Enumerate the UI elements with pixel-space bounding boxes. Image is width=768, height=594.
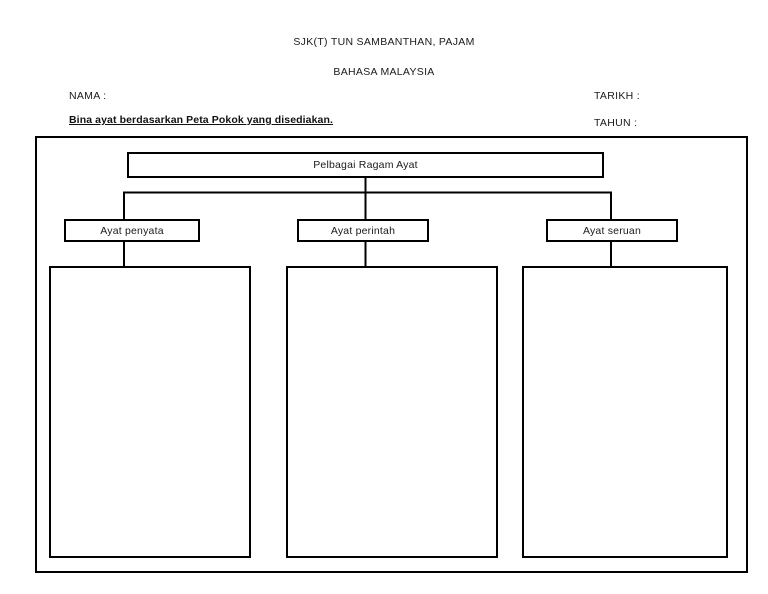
answer-box-ayat-perintah[interactable] (286, 266, 498, 558)
tree-child-node-ayat-penyata: Ayat penyata (64, 219, 200, 242)
tree-child-node-ayat-seruan: Ayat seruan (546, 219, 678, 242)
tree-root-label: Pelbagai Ragam Ayat (313, 159, 418, 171)
subject-title: BAHASA MALAYSIA (333, 66, 435, 78)
tree-child-node-ayat-perintah: Ayat perintah (297, 219, 429, 242)
instruction-text: Bina ayat berdasarkan Peta Pokok yang di… (69, 114, 334, 126)
answer-box-ayat-seruan[interactable] (522, 266, 728, 558)
tarikh-field-label: TARIKH : (594, 90, 640, 102)
school-title: SJK(T) TUN SAMBANTHAN, PAJAM (293, 36, 475, 48)
tree-root-node: Pelbagai Ragam Ayat (127, 152, 604, 178)
tahun-field-label: TAHUN : (594, 117, 638, 129)
answer-box-ayat-penyata[interactable] (49, 266, 251, 558)
tree-child-label-1: Ayat penyata (100, 224, 164, 237)
nama-field-label: NAMA : (69, 90, 107, 102)
tree-child-label-2: Ayat perintah (330, 224, 396, 237)
tree-child-label-3: Ayat seruan (582, 224, 642, 237)
